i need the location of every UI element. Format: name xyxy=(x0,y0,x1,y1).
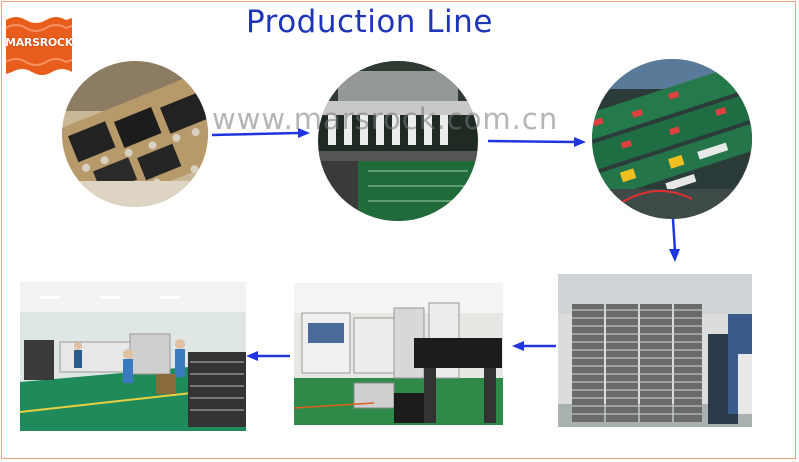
logo-text: MARSROCK xyxy=(5,36,73,49)
step-6-photo xyxy=(20,282,246,431)
assembled-boards-image xyxy=(592,59,752,219)
step-5-photo xyxy=(294,283,503,425)
chips-on-pcb-image xyxy=(62,61,208,207)
arrow-right-icon xyxy=(212,128,310,138)
step-4-photo xyxy=(558,274,752,427)
logo-badge xyxy=(5,17,73,75)
arrow-down-icon xyxy=(669,219,680,262)
page-title: Production Line xyxy=(246,4,493,40)
arrow-left-icon xyxy=(512,341,556,351)
logo: MARSROCK xyxy=(4,14,74,76)
arrow-left-icon xyxy=(246,351,290,361)
step-1-photo xyxy=(62,61,208,207)
step-2-photo xyxy=(318,61,478,221)
pcb-storage-racks-image xyxy=(558,274,752,427)
arrow-right-icon xyxy=(488,137,586,147)
factory-floor-workers-image xyxy=(20,282,246,431)
smt-line-machines-image xyxy=(294,283,503,425)
smt-machine-image xyxy=(318,61,478,221)
step-3-photo xyxy=(592,59,752,219)
